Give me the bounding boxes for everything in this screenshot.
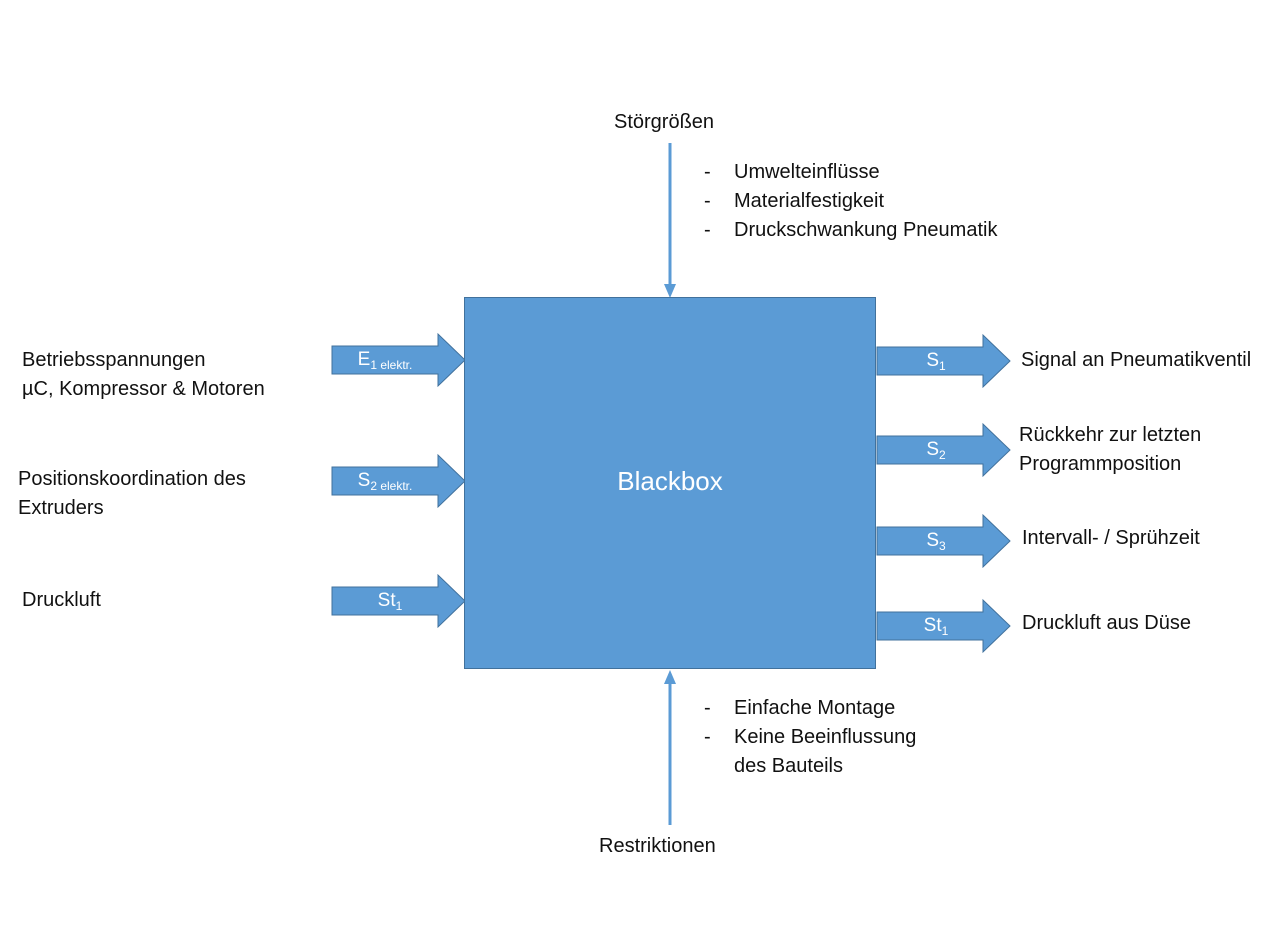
output-symbol: St: [923, 615, 942, 636]
input-desc-e1: Betriebsspannungen µC, Kompressor & Moto…: [22, 346, 265, 404]
disturbances-list: Umwelteinflüsse Materialfestigkeit Druck…: [704, 158, 997, 245]
input-symbol: St: [377, 590, 396, 611]
output-label-s1: S1: [877, 350, 995, 377]
output-subscript: 3: [939, 539, 946, 553]
output-arrow-st1: [876, 598, 1011, 654]
input-label-e1: E1 elektr.: [332, 349, 438, 376]
disturbance-item: Druckschwankung Pneumatik: [704, 216, 997, 245]
disturbance-arrow-head: [664, 284, 676, 298]
output-label-st1: St1: [877, 615, 995, 642]
input-label-st1: St1: [332, 590, 448, 617]
output-desc-line: Druckluft aus Düse: [1022, 612, 1191, 634]
output-arrow-s1: [876, 333, 1011, 389]
restrictions-heading: Restriktionen: [599, 835, 716, 857]
restriction-item-continuation: des Bauteils: [734, 755, 843, 777]
input-subscript: 1: [395, 599, 403, 613]
input-symbol: S: [357, 470, 371, 491]
output-desc-line: Signal an Pneumatikventil: [1021, 349, 1252, 371]
blackbox-label: Blackbox: [617, 466, 723, 496]
output-desc-line: Programmposition: [1019, 453, 1182, 475]
input-arrow-st1: [331, 573, 466, 629]
output-arrow-s2: [876, 422, 1011, 478]
output-label-s3: S3: [877, 530, 995, 557]
input-desc-line: Positionskoordination des: [18, 468, 246, 490]
input-subscript: 2 elektr.: [370, 479, 413, 493]
disturbance-item: Umwelteinflüsse: [704, 158, 997, 187]
input-arrow-e1: [331, 332, 466, 388]
output-symbol: S: [926, 530, 939, 551]
input-desc-st1: Druckluft: [22, 586, 101, 615]
disturbances-heading: Störgrößen: [614, 111, 715, 133]
output-desc-s1: Signal an Pneumatikventil: [1021, 346, 1251, 375]
blackbox: Blackbox: [464, 297, 876, 669]
input-label-s2: S2 elektr.: [332, 470, 438, 497]
output-subscript: 1: [941, 624, 949, 638]
input-symbol: E: [357, 349, 371, 370]
output-subscript: 1: [939, 359, 946, 373]
disturbance-item: Materialfestigkeit: [704, 187, 997, 216]
restriction-item: Keine Beeinflussung: [704, 723, 916, 752]
output-arrow-s3: [876, 513, 1011, 569]
input-desc-line: Extruders: [18, 497, 104, 519]
output-symbol: S: [926, 350, 939, 371]
input-arrow-s2: [331, 453, 466, 509]
output-subscript: 2: [939, 448, 946, 462]
restrictions-list: Einfache Montage Keine Beeinflussung des…: [704, 694, 916, 781]
input-desc-line: µC, Kompressor & Motoren: [22, 378, 265, 400]
output-desc-line: Intervall- / Sprühzeit: [1022, 527, 1200, 549]
output-desc-st1: Druckluft aus Düse: [1022, 609, 1191, 638]
input-desc-line: Druckluft: [22, 589, 101, 611]
output-symbol: S: [926, 439, 939, 460]
output-desc-s3: Intervall- / Sprühzeit: [1022, 524, 1200, 553]
output-desc-s2: Rückkehr zur letzten Programmposition: [1019, 421, 1201, 479]
output-label-s2: S2: [877, 439, 995, 466]
input-subscript: 1 elektr.: [370, 358, 413, 372]
output-desc-line: Rückkehr zur letzten: [1019, 424, 1202, 446]
input-desc-line: Betriebsspannungen: [22, 349, 206, 371]
input-desc-s2: Positionskoordination des Extruders: [18, 465, 246, 523]
restriction-item: Einfache Montage: [704, 694, 916, 723]
restriction-arrow-head: [664, 670, 676, 684]
